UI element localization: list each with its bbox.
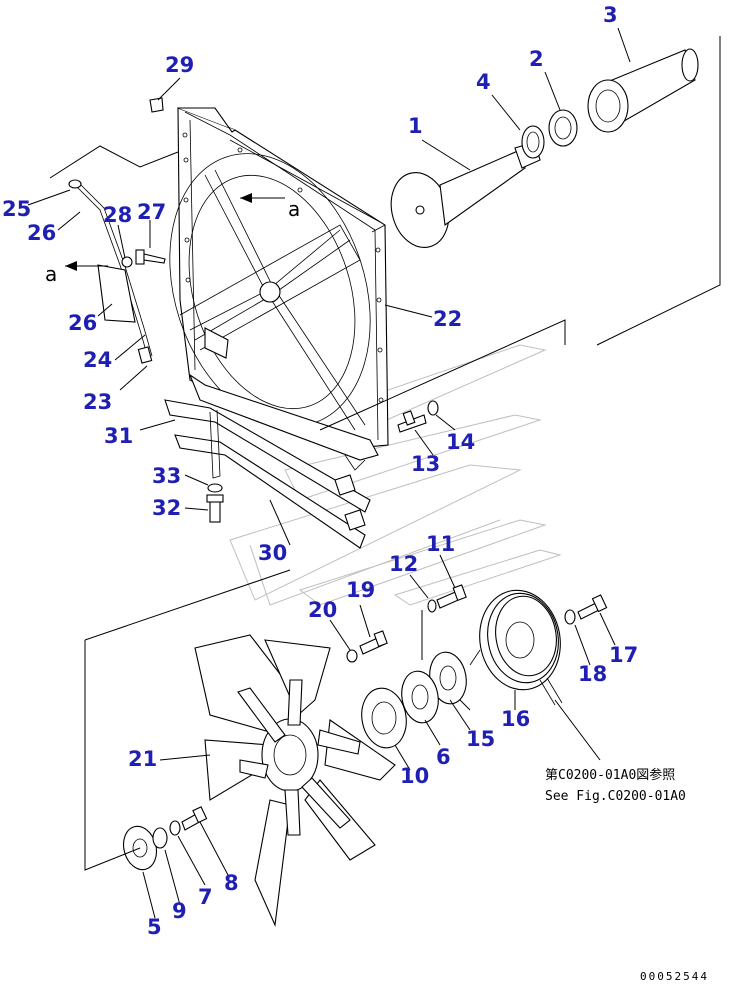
callout-20: 20: [308, 598, 337, 622]
callout-21: 21: [128, 747, 157, 771]
washer-9-part: [152, 827, 168, 849]
view-arrow-sensor: [65, 261, 108, 271]
callout-5: 5: [147, 915, 162, 939]
callout-12: 12: [389, 552, 418, 576]
document-id: 00052544: [640, 970, 709, 983]
gasket-10-part: [361, 687, 407, 749]
callout-4: 4: [476, 70, 491, 94]
washer-14-part: [427, 400, 439, 416]
callout-22: 22: [433, 307, 462, 331]
view-letter-shroud: a: [288, 197, 300, 221]
spacer-6-part: [401, 670, 439, 724]
view-arrow-shroud: [240, 193, 285, 203]
leader-lines: [27, 27, 631, 919]
reference-note-en: See Fig.C0200-01A0: [545, 789, 686, 804]
bolt-8-part: [181, 806, 208, 831]
fan-sleeve: [587, 48, 699, 133]
reference-note-ja: 第C0200-01A0図参照: [545, 767, 675, 783]
cooling-fan: [194, 634, 396, 928]
bolt-32-part: [206, 494, 224, 523]
fan-belt-pulley: [469, 589, 563, 706]
snap-ring-inner: [526, 131, 540, 153]
callout-27: 27: [137, 200, 166, 224]
callout-28: 28: [103, 203, 132, 227]
callout-15: 15: [466, 727, 495, 751]
washer-12-part: [427, 599, 437, 613]
callout-6: 6: [436, 745, 451, 769]
bearing-part: [548, 109, 578, 147]
callout-3: 3: [603, 3, 618, 27]
washer-33-part: [207, 483, 223, 493]
washer-20-part: [346, 649, 358, 663]
fan-shroud-assembly: [169, 107, 389, 471]
washer-18-part: [564, 609, 576, 625]
callout-30: 30: [258, 541, 287, 565]
callout-10: 10: [400, 764, 429, 788]
callout-14: 14: [446, 430, 475, 454]
callout-13: 13: [411, 452, 440, 476]
fan-drive-shaft: [390, 141, 541, 248]
callout-29: 29: [165, 53, 194, 77]
callout-9: 9: [172, 899, 187, 923]
callout-24: 24: [83, 348, 112, 372]
callout-8: 8: [224, 871, 239, 895]
bolt-13-part: [397, 410, 427, 433]
bearing-inner: [554, 116, 572, 140]
view-letter-sensor: a: [45, 262, 57, 286]
bolt-11-part: [436, 584, 467, 609]
callout-23: 23: [83, 390, 112, 414]
support-bars: [164, 399, 371, 549]
bolt-17-part: [577, 594, 608, 620]
bracket-line-25: [49, 145, 179, 179]
callout-2: 2: [529, 47, 544, 71]
callout-32: 32: [152, 496, 181, 520]
sensor-tube-assembly: [68, 97, 166, 364]
spacer-7-part: [169, 820, 181, 836]
bolt-19-part: [359, 630, 388, 655]
callout-31: 31: [104, 424, 133, 448]
callout-7: 7: [198, 885, 213, 909]
callout-19: 19: [346, 578, 375, 602]
callout-33: 33: [152, 464, 181, 488]
callout-11: 11: [426, 532, 455, 556]
callout-26-upper: 26: [27, 221, 56, 245]
callout-25: 25: [2, 197, 31, 221]
callout-16: 16: [501, 707, 530, 731]
callout-26-lower: 26: [68, 311, 97, 335]
boundary-lines: [84, 36, 721, 871]
callout-18: 18: [578, 662, 607, 686]
snap-ring-part: [521, 125, 545, 159]
callout-labels: 1 2 3 4 5 6 7 8 9 10 11 12 13 14 15 16 1…: [2, 3, 638, 939]
callout-17: 17: [609, 643, 638, 667]
callout-1: 1: [408, 114, 423, 138]
